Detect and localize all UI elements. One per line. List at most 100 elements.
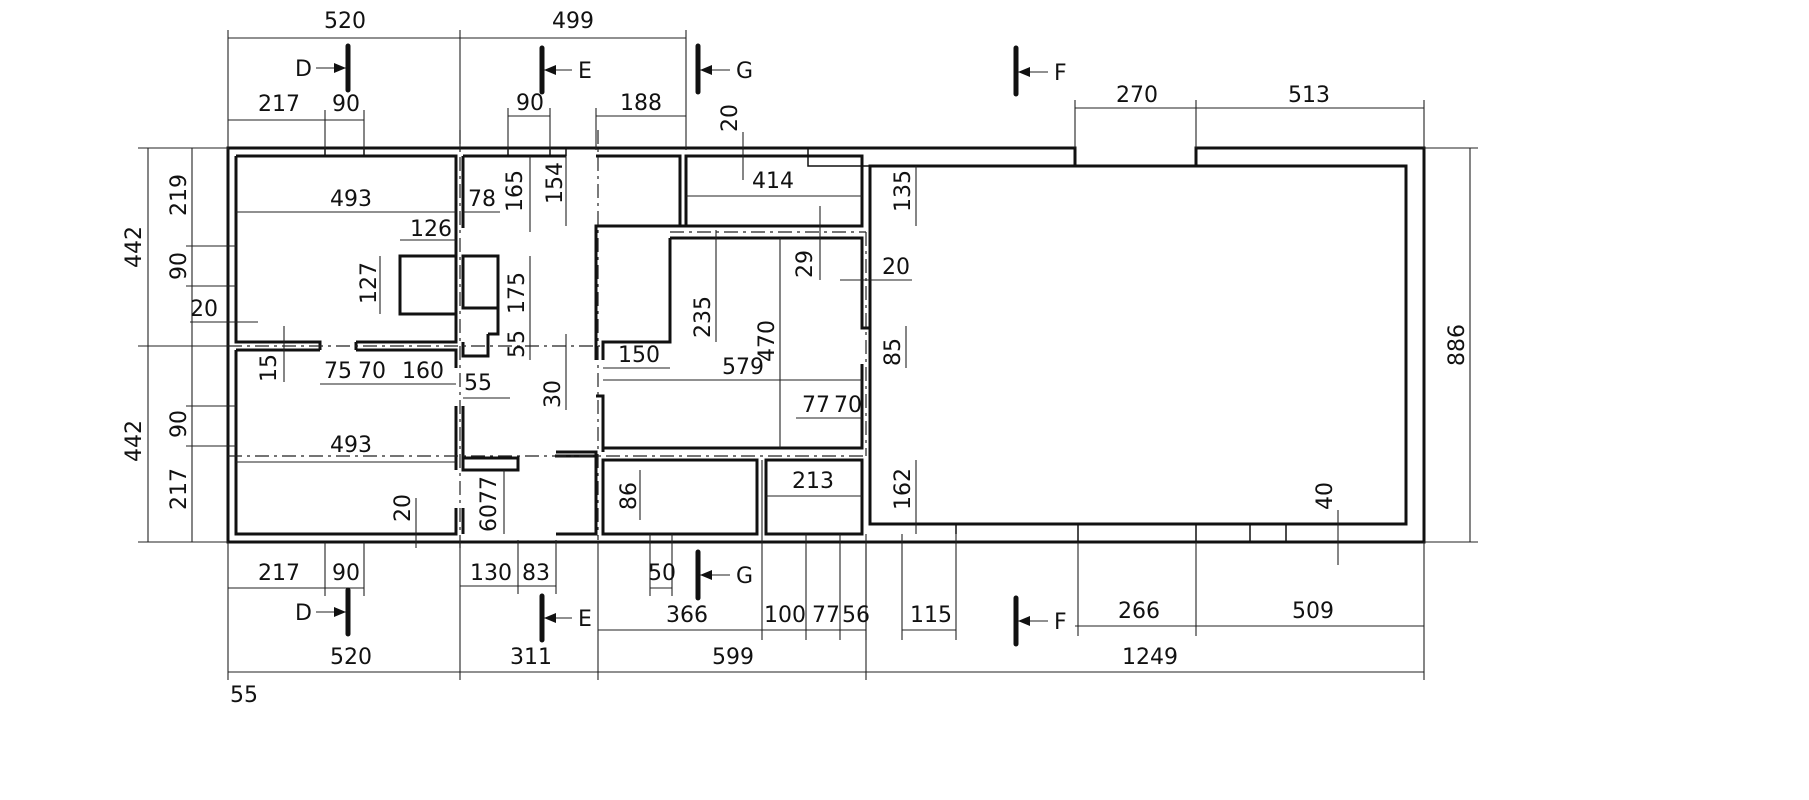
room-bottom-a xyxy=(601,458,759,536)
dim-bottom-inner-2: 130 xyxy=(470,561,512,586)
dim-bottom-inner-6: 100 xyxy=(764,603,806,628)
section-marker-g-bottom: G xyxy=(695,549,753,601)
dim-bottom-inner-3: 83 xyxy=(522,561,550,586)
chimney-step xyxy=(386,308,500,358)
dim-bottom-inner-7: 77 xyxy=(812,603,840,628)
dim-int-28: 162 xyxy=(891,468,916,510)
dim-bottom-inner-8: 56 xyxy=(842,603,870,628)
dim-int-33: 55 xyxy=(230,683,258,708)
dim-bottom-inner-0: 217 xyxy=(258,561,300,586)
dim-bottom-inner-9: 115 xyxy=(910,603,952,628)
dim-int-13: 85 xyxy=(881,338,906,366)
axis-lines xyxy=(228,130,867,548)
dim-bottom-outer-0: 520 xyxy=(330,645,372,670)
dim-int-8: 414 xyxy=(752,169,794,194)
dim-int-24: 70 xyxy=(834,393,862,418)
section-label-d-bottom: D xyxy=(295,601,312,626)
dim-bottom-outer-2: 599 xyxy=(712,645,754,670)
dim-int-6: 175 xyxy=(505,272,530,314)
section-markers: D E G F D xyxy=(295,43,1067,647)
room-top-left xyxy=(234,154,458,344)
dim-top-outer-0: 520 xyxy=(324,9,366,34)
dim-left-4: 20 xyxy=(190,297,218,322)
dim-int-23: 77 xyxy=(802,393,830,418)
section-label-f-top: F xyxy=(1054,61,1067,86)
top-wall-stubs xyxy=(324,148,870,167)
dim-left-0: 442 xyxy=(122,226,147,268)
dim-int-26: 213 xyxy=(792,469,834,494)
dim-int-11: 235 xyxy=(691,296,716,338)
room-bottom-left xyxy=(234,348,458,536)
hall-door-marks xyxy=(870,523,1287,542)
dim-int-30: 77 xyxy=(477,476,502,504)
section-label-e-top: E xyxy=(578,59,592,84)
dim-int-19: 70 xyxy=(358,359,386,384)
section-marker-e-top: E xyxy=(539,45,592,95)
dim-int-15: 579 xyxy=(722,355,764,380)
dimension-texts: 520 499 217 90 90 188 20 270 513 442 442… xyxy=(122,9,1470,708)
dim-top-inner-4: 20 xyxy=(718,104,743,132)
dim-int-29: 20 xyxy=(391,494,416,522)
section-marker-f-bottom: F xyxy=(1013,595,1067,647)
dim-int-10: 29 xyxy=(793,250,818,278)
section-marker-g-top: G xyxy=(695,43,753,95)
dim-int-25: 493 xyxy=(330,433,372,458)
dim-int-22: 30 xyxy=(541,380,566,408)
section-label-g-top: G xyxy=(736,59,753,84)
hall-inner-outline xyxy=(868,164,1408,526)
section-marker-d-top: D xyxy=(295,43,351,93)
dim-int-1: 78 xyxy=(468,187,496,212)
dim-left-6: 217 xyxy=(167,468,192,510)
dim-bottom-inner-4: 50 xyxy=(648,561,676,586)
dim-int-4: 126 xyxy=(410,217,452,242)
dim-top-inner-3: 188 xyxy=(620,91,662,116)
dim-int-32: 40 xyxy=(1313,482,1338,510)
dim-bottom-inner-1: 90 xyxy=(332,561,360,586)
dim-int-0: 493 xyxy=(330,187,372,212)
dim-top-inner-5: 270 xyxy=(1116,83,1158,108)
dim-int-16: 150 xyxy=(618,343,660,368)
section-marker-e-bottom: E xyxy=(539,593,592,643)
section-label-e-bottom: E xyxy=(578,607,592,632)
room-middle xyxy=(601,224,870,450)
dim-int-9: 135 xyxy=(891,170,916,212)
dimension-lines xyxy=(138,30,1478,680)
section-label-d-top: D xyxy=(295,57,312,82)
dim-bottom-inner-5: 366 xyxy=(666,603,708,628)
dim-int-7: 55 xyxy=(505,330,530,358)
dim-left-3: 90 xyxy=(167,252,192,280)
section-marker-f-top: F xyxy=(1013,45,1067,97)
room-bottom-b xyxy=(764,458,864,536)
dim-bottom-outer-1: 311 xyxy=(510,645,552,670)
dim-int-2: 165 xyxy=(503,170,528,212)
dim-int-17: 15 xyxy=(257,354,282,382)
dim-int-5: 127 xyxy=(357,262,382,304)
dim-bottom-inner-11: 509 xyxy=(1292,599,1334,624)
dim-left-1: 442 xyxy=(122,420,147,462)
dim-int-27: 86 xyxy=(617,482,642,510)
dim-top-inner-1: 90 xyxy=(332,92,360,117)
dim-int-20: 160 xyxy=(402,359,444,384)
chimney-block xyxy=(398,254,458,316)
dim-int-31: 60 xyxy=(477,504,502,532)
dim-bottom-outer-3: 1249 xyxy=(1122,645,1178,670)
dim-top-outer-1: 499 xyxy=(552,9,594,34)
dim-int-21: 55 xyxy=(464,371,492,396)
chimney-inner xyxy=(461,254,500,310)
section-marker-d-bottom: D xyxy=(295,587,351,637)
section-label-f-bottom: F xyxy=(1054,610,1067,635)
dim-left-2: 219 xyxy=(167,174,192,216)
section-label-g-bottom: G xyxy=(736,564,753,589)
dim-int-3: 154 xyxy=(543,162,568,204)
dim-top-inner-6: 513 xyxy=(1288,83,1330,108)
dim-int-12: 20 xyxy=(882,255,910,280)
dim-right-0: 886 xyxy=(1445,324,1470,366)
dim-left-5: 90 xyxy=(167,410,192,438)
dim-int-14: 470 xyxy=(755,320,780,362)
corridor-walls xyxy=(461,394,605,536)
dim-top-inner-0: 217 xyxy=(258,92,300,117)
dim-top-inner-2: 90 xyxy=(516,91,544,116)
dim-int-18: 75 xyxy=(324,359,352,384)
dim-bottom-inner-10: 266 xyxy=(1118,599,1160,624)
